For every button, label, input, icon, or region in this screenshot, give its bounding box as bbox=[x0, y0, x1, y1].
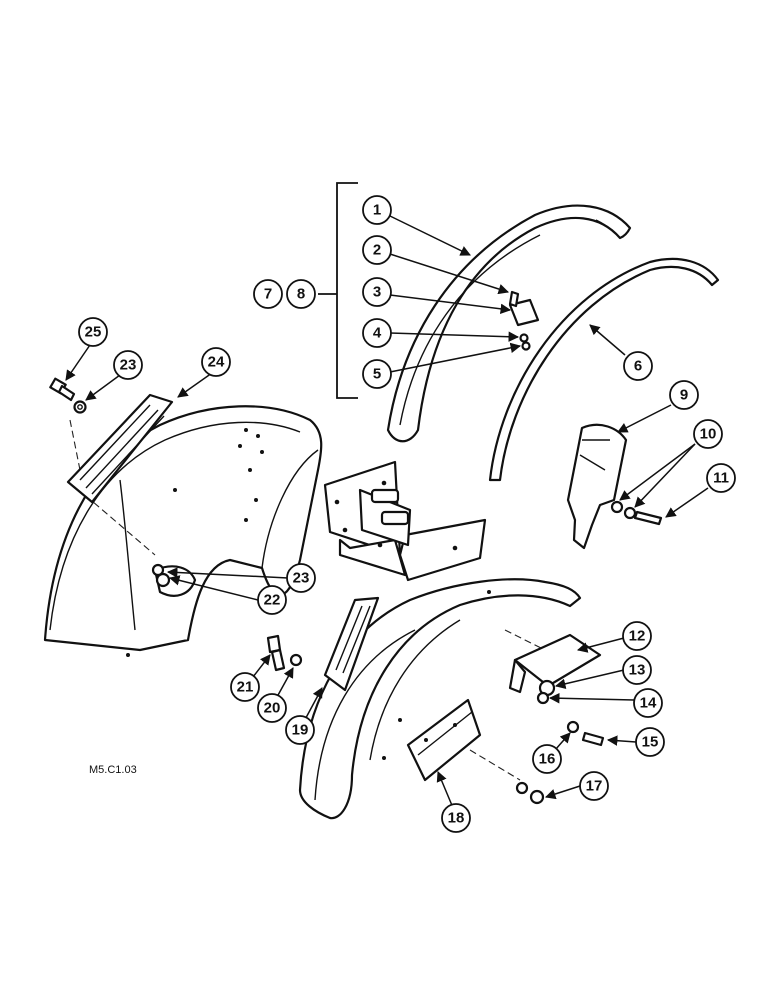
svg-text:9: 9 bbox=[680, 387, 688, 404]
svg-text:22: 22 bbox=[264, 592, 281, 609]
step-plate-24 bbox=[66, 393, 174, 504]
mounting-bracket bbox=[323, 460, 487, 582]
washer-10b bbox=[623, 506, 637, 520]
nut-16-lower bbox=[515, 781, 529, 795]
right-fender bbox=[298, 578, 582, 820]
washer-14 bbox=[536, 691, 550, 705]
svg-text:5: 5 bbox=[373, 366, 381, 383]
callout-21: 21 bbox=[230, 672, 260, 702]
svg-text:11: 11 bbox=[713, 470, 729, 487]
callout-4: 4 bbox=[362, 318, 392, 348]
trim-strip-6 bbox=[488, 257, 720, 482]
assembly-bracket bbox=[318, 182, 358, 399]
nut-20 bbox=[289, 653, 303, 667]
callout-10: 10 bbox=[693, 419, 723, 449]
svg-text:21: 21 bbox=[237, 679, 254, 696]
callout-16: 16 bbox=[532, 744, 562, 774]
clamp-3 bbox=[508, 290, 540, 327]
callout-15: 15 bbox=[635, 727, 665, 757]
svg-text:18: 18 bbox=[448, 810, 465, 827]
callout-25: 25 bbox=[78, 317, 108, 347]
small-fender-1 bbox=[386, 204, 632, 443]
svg-text:25: 25 bbox=[85, 324, 102, 341]
callout-7: 7 bbox=[253, 279, 283, 309]
svg-text:13: 13 bbox=[629, 662, 646, 679]
svg-text:7: 7 bbox=[264, 286, 272, 303]
mudguard-extension-9 bbox=[566, 423, 628, 550]
callout-1: 1 bbox=[362, 195, 392, 225]
callout-14: 14 bbox=[633, 688, 663, 718]
callout-23-upper: 23 bbox=[113, 350, 143, 380]
washer-23 bbox=[151, 563, 165, 577]
bracket-18 bbox=[406, 698, 482, 782]
svg-text:23: 23 bbox=[120, 357, 137, 374]
svg-text:19: 19 bbox=[292, 722, 309, 739]
svg-text:8: 8 bbox=[297, 286, 305, 303]
bolt-11 bbox=[633, 510, 663, 526]
nut-23-upper bbox=[73, 400, 87, 414]
nut-17 bbox=[529, 789, 545, 805]
callout-22: 22 bbox=[257, 585, 287, 615]
callout-8: 8 bbox=[286, 279, 316, 309]
svg-text:6: 6 bbox=[634, 358, 642, 375]
svg-text:4: 4 bbox=[373, 325, 382, 342]
callout-19: 19 bbox=[285, 715, 315, 745]
callout-18: 18 bbox=[441, 803, 471, 833]
washer-10a bbox=[610, 500, 624, 514]
bracket-12 bbox=[508, 633, 602, 694]
callout-9: 9 bbox=[669, 380, 699, 410]
reference-code: M5.C1.03 bbox=[89, 764, 137, 776]
svg-text:14: 14 bbox=[640, 695, 657, 712]
bolt-25 bbox=[49, 377, 76, 402]
callout-3: 3 bbox=[362, 277, 392, 307]
callout-20: 20 bbox=[257, 693, 287, 723]
svg-text:2: 2 bbox=[373, 242, 381, 259]
svg-text:24: 24 bbox=[208, 354, 225, 371]
callout-6: 6 bbox=[623, 351, 653, 381]
callout-17: 17 bbox=[579, 771, 609, 801]
callout-5: 5 bbox=[362, 359, 392, 389]
callout-12: 12 bbox=[622, 621, 652, 651]
callout-13: 13 bbox=[622, 655, 652, 685]
washer-16 bbox=[566, 720, 580, 734]
bracket-18-alignment-line bbox=[469, 749, 521, 781]
left-fender-alignment-line bbox=[69, 419, 156, 556]
svg-text:15: 15 bbox=[642, 734, 659, 751]
svg-text:20: 20 bbox=[264, 700, 281, 717]
svg-text:23: 23 bbox=[293, 570, 310, 587]
bolt-21 bbox=[266, 634, 286, 672]
bolt-15 bbox=[581, 731, 605, 747]
left-fender bbox=[43, 405, 323, 657]
nut-5 bbox=[521, 341, 531, 351]
callout-23-lower: 23 bbox=[286, 563, 316, 593]
washer-4 bbox=[519, 333, 529, 343]
svg-text:1: 1 bbox=[373, 202, 381, 219]
callout-24: 24 bbox=[201, 347, 231, 377]
svg-text:3: 3 bbox=[373, 284, 381, 301]
svg-text:17: 17 bbox=[586, 778, 603, 795]
right-fender-alignment-line bbox=[504, 629, 546, 651]
svg-text:10: 10 bbox=[700, 426, 717, 443]
callout-2: 2 bbox=[362, 235, 392, 265]
step-plate-19 bbox=[323, 596, 380, 692]
svg-text:16: 16 bbox=[539, 751, 556, 768]
callout-11: 11 bbox=[706, 463, 736, 493]
svg-text:12: 12 bbox=[629, 628, 646, 645]
